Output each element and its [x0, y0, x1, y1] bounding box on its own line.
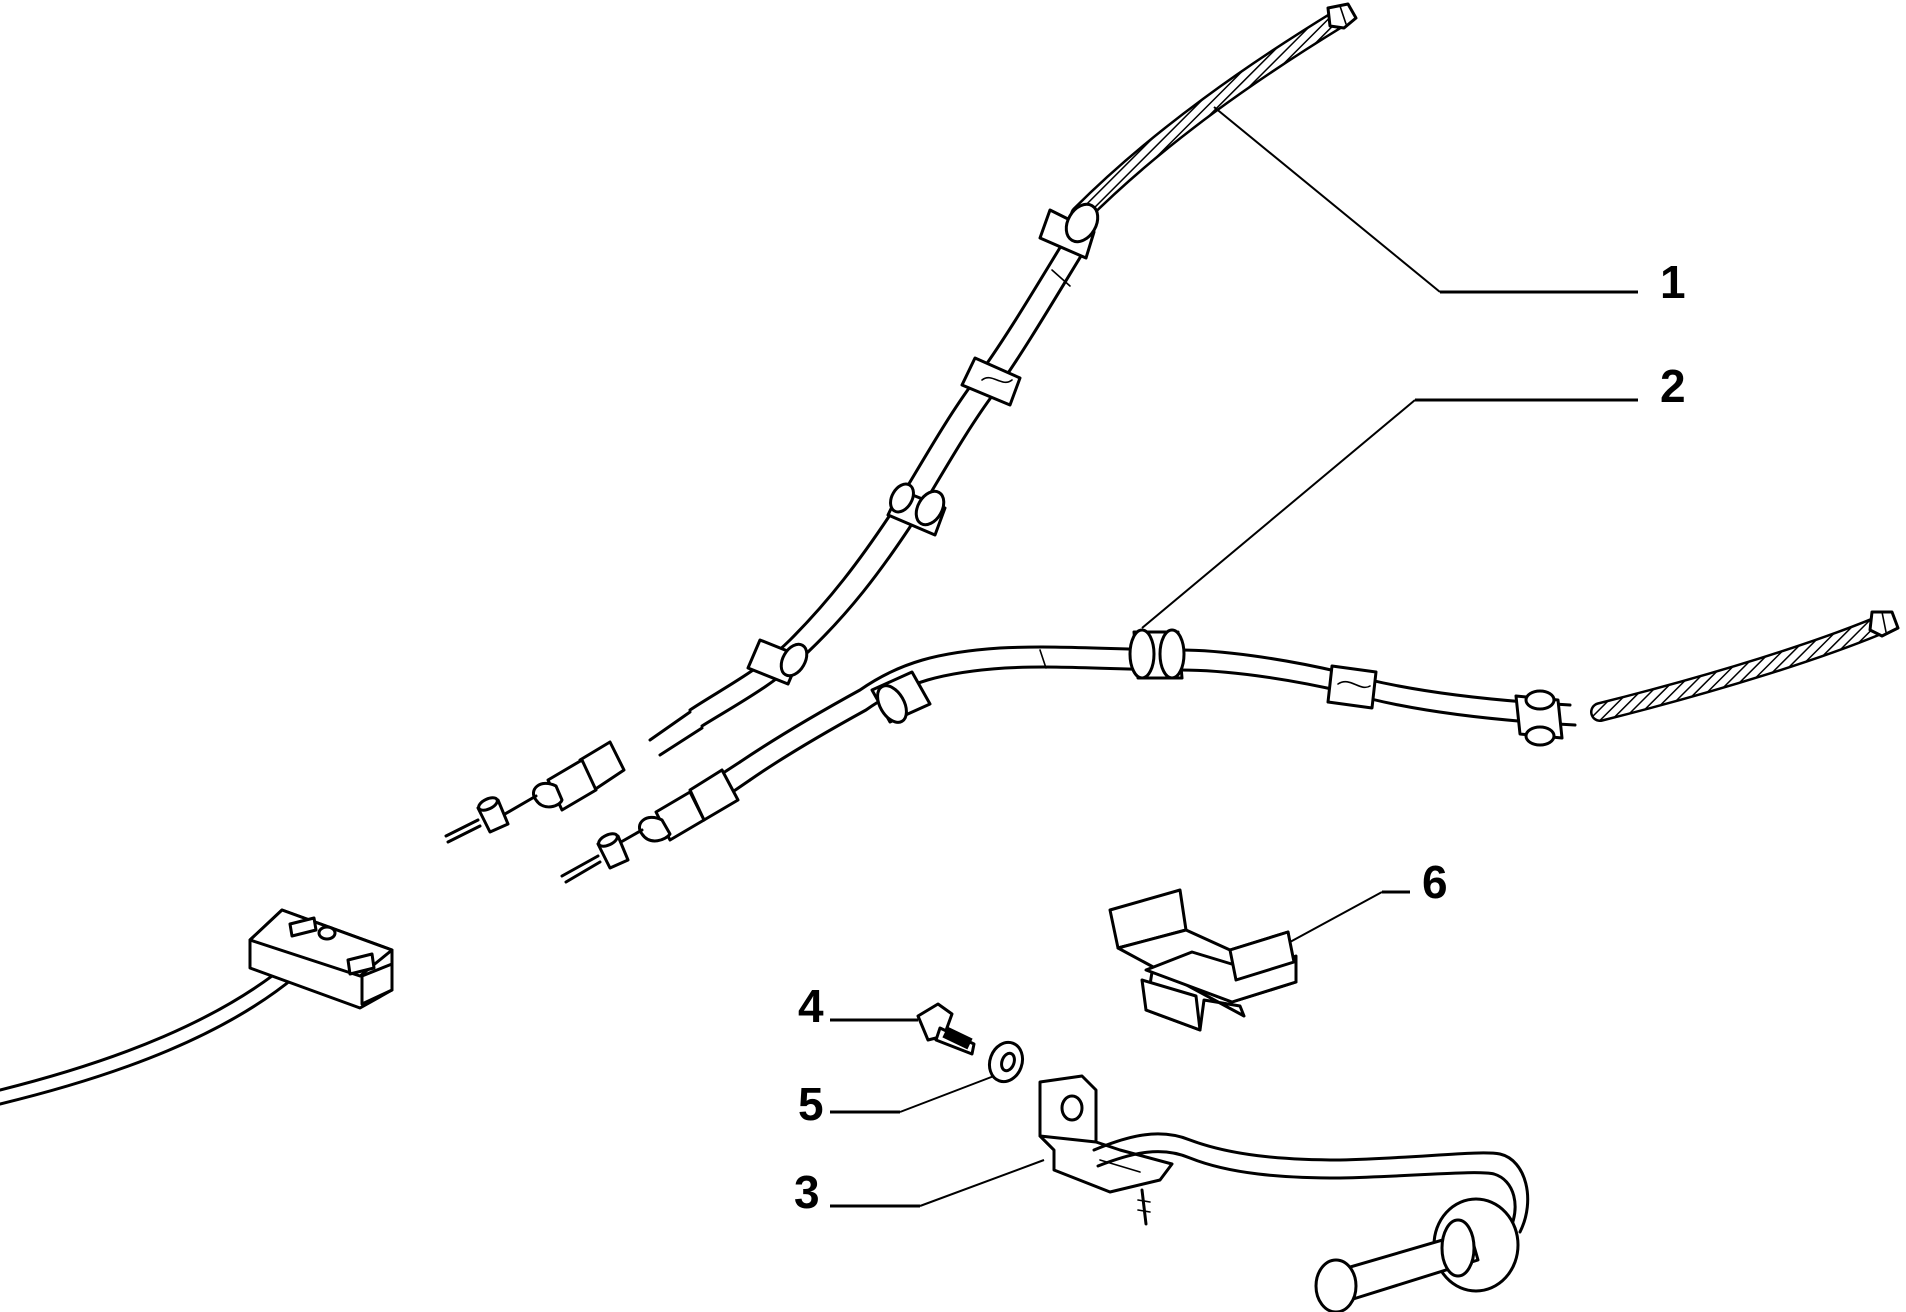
- callout-4-label: 4: [798, 980, 824, 1032]
- cable-1-grommet-top: [1038, 202, 1100, 260]
- part-4-bolt: [916, 1002, 976, 1056]
- leader-lines: [830, 106, 1638, 1208]
- cable-2: [560, 610, 1900, 884]
- callout-2-label: 2: [1660, 360, 1686, 412]
- cable-2-grommet-left: [870, 670, 932, 724]
- lever-cable-equalizer: [0, 908, 394, 1106]
- cable-2-grommet-center: [1326, 664, 1378, 710]
- cable-2-end-fitting: [1868, 610, 1900, 638]
- cable-1-grommet-mid: [960, 356, 1022, 407]
- part-3-knob: [1314, 1197, 1520, 1312]
- callout-5-label: 5: [798, 1078, 824, 1130]
- callout-6-label: 6: [1422, 856, 1448, 908]
- cable-2-nipple: [596, 832, 630, 870]
- cable-2-ferrule: [638, 768, 740, 843]
- callout-1-label: 1: [1660, 256, 1686, 308]
- cable-1-ferrule: [532, 740, 626, 812]
- cable-1-nipple: [476, 796, 510, 834]
- callout-3-label: 3: [794, 1166, 820, 1218]
- cable-1-end-fitting: [1326, 2, 1358, 30]
- cable-2-grommet-bracket: [1128, 628, 1186, 680]
- part-3-bracket: [1038, 1074, 1530, 1312]
- cable-1-grommet-bottom: [746, 638, 809, 686]
- part-5-washer: [987, 1040, 1025, 1084]
- cable-1-grommet-lower: [886, 482, 947, 537]
- cable-1: [444, 2, 1358, 844]
- part-6-clip: [1108, 888, 1298, 1032]
- cable-2-grommet-right: [1514, 689, 1564, 747]
